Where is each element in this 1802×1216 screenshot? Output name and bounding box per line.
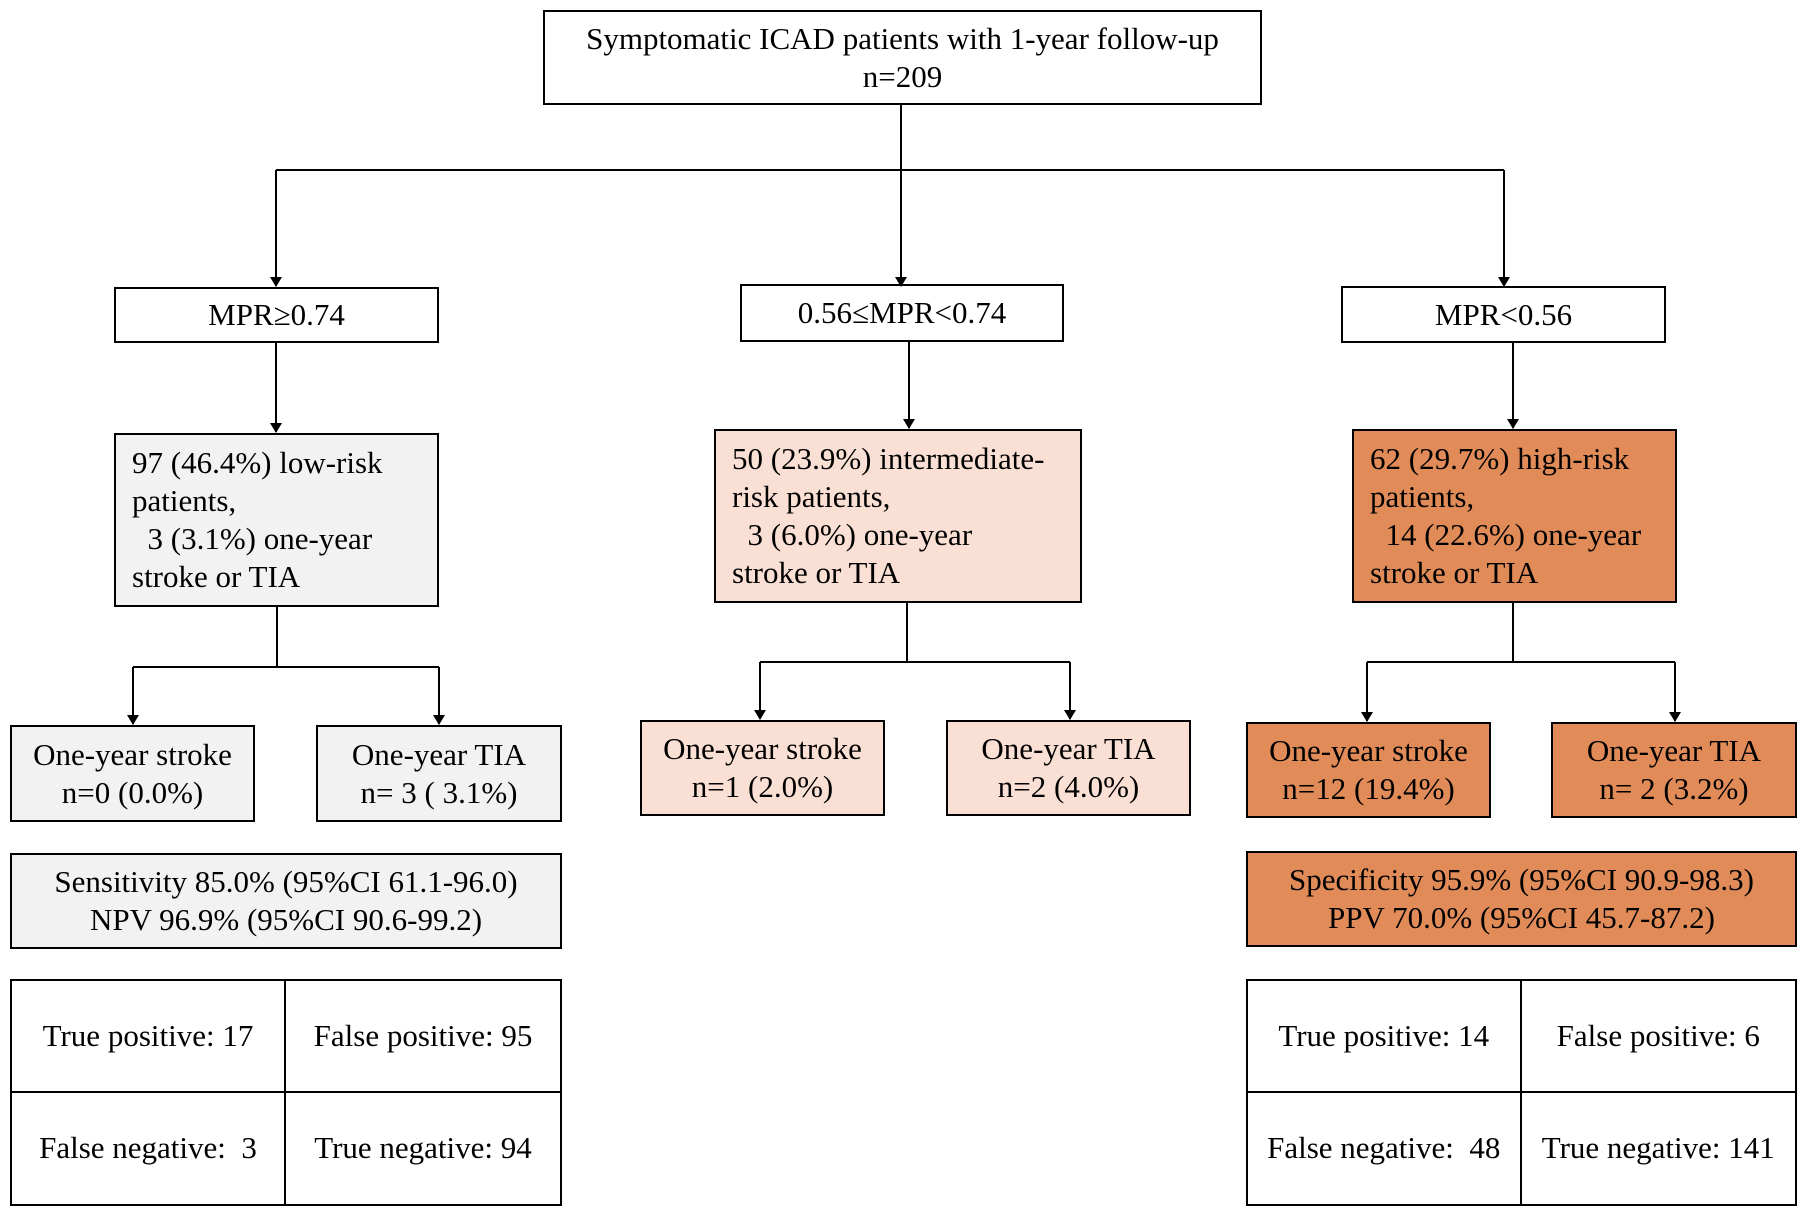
low-threshold-label: MPR≥0.74 [208,297,345,332]
mid-summary-line: stroke or TIA [732,555,901,590]
cm-false-positive: False positive: 6 [1521,981,1795,1093]
high-threshold-box: MPR<0.56 [1341,286,1666,343]
cm-false-positive: False positive: 95 [286,981,560,1093]
npv-text: NPV 96.9% (95%CI 90.6-99.2) [89,902,483,937]
cm-false-negative: False negative: 3 [12,1092,286,1204]
high-stroke-title: One-year stroke [1269,733,1468,768]
high-summary-line: 62 (29.7%) high-risk [1370,441,1630,476]
mid-tia-title: One-year TIA [981,731,1156,766]
high-threshold-label: MPR<0.56 [1434,296,1573,332]
low-confusion-matrix: True positive: 17 False positive: 95 Fal… [10,979,562,1206]
mid-stroke-box: One-year stroke n=1 (2.0%) [640,720,885,816]
root-count: n=209 [862,58,943,94]
high-metrics-box: Specificity 95.9% (95%CI 90.9-98.3) PPV … [1246,851,1797,947]
mid-tia-count: n=2 (4.0%) [997,769,1140,804]
high-tia-count: n= 2 (3.2%) [1599,771,1749,806]
sensitivity-text: Sensitivity 85.0% (95%CI 61.1-96.0) [54,864,518,899]
low-summary-line: patients, [132,483,237,518]
high-tia-title: One-year TIA [1586,733,1762,768]
root-title: Symptomatic ICAD patients with 1-year fo… [586,20,1219,56]
high-summary-line: 14 (22.6%) one-year [1370,517,1642,552]
cm-true-negative: True negative: 94 [314,1130,532,1166]
intermediate-risk-summary-box: 50 (23.9%) intermediate- risk patients, … [714,429,1082,603]
high-risk-summary-box: 62 (29.7%) high-risk patients, 14 (22.6%… [1352,429,1677,603]
mid-stroke-title: One-year stroke [663,731,862,766]
low-stroke-title: One-year stroke [33,736,232,772]
mid-threshold-label: 0.56≤MPR<0.74 [797,295,1007,330]
mid-summary-line: 50 (23.9%) intermediate- [732,441,1045,476]
low-tia-title: One-year TIA [351,736,527,772]
low-risk-summary-box: 97 (46.4%) low-risk patients, 3 (3.1%) o… [114,433,439,607]
low-threshold-box: MPR≥0.74 [114,287,439,343]
root-box: Symptomatic ICAD patients with 1-year fo… [543,10,1262,105]
low-tia-count: n= 3 ( 3.1%) [360,774,518,810]
mid-summary-line: risk patients, [732,479,891,514]
mid-threshold-box: 0.56≤MPR<0.74 [740,284,1064,342]
mid-stroke-count: n=1 (2.0%) [691,769,834,804]
low-summary-line: 3 (3.1%) one-year [132,521,373,556]
high-stroke-count: n=12 (19.4%) [1282,771,1455,806]
mid-summary-line: 3 (6.0%) one-year [732,517,973,552]
cm-true-negative: True negative: 141 [1541,1130,1775,1166]
high-stroke-box: One-year stroke n=12 (19.4%) [1246,722,1491,818]
high-confusion-matrix: True positive: 14 False positive: 6 Fals… [1246,979,1797,1206]
low-metrics-box: Sensitivity 85.0% (95%CI 61.1-96.0) NPV … [10,853,562,949]
mid-tia-box: One-year TIA n=2 (4.0%) [946,720,1191,816]
cm-true-positive: True positive: 14 [1248,981,1522,1093]
specificity-text: Specificity 95.9% (95%CI 90.9-98.3) [1289,862,1754,897]
low-summary-line: 97 (46.4%) low-risk [132,445,383,480]
cm-true-positive: True positive: 17 [12,981,286,1093]
cm-false-negative: False negative: 48 [1248,1092,1522,1204]
high-summary-line: patients, [1370,479,1475,514]
ppv-text: PPV 70.0% (95%CI 45.7-87.2) [1328,900,1715,935]
low-summary-line: stroke or TIA [132,559,301,594]
high-tia-box: One-year TIA n= 2 (3.2%) [1551,722,1797,818]
high-summary-line: stroke or TIA [1370,555,1539,590]
low-tia-box: One-year TIA n= 3 ( 3.1%) [316,725,562,822]
low-stroke-box: One-year stroke n=0 (0.0%) [10,725,255,822]
low-stroke-count: n=0 (0.0%) [61,774,204,810]
